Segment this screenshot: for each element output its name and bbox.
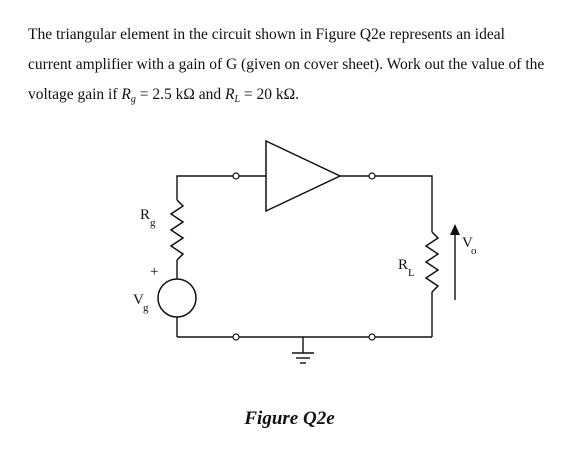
wire-top-left [176, 175, 236, 200]
vg-label-sub: g [143, 302, 149, 314]
question-line-3: voltage gain if Rg = 2.5 kΩ and RL = 20 … [28, 80, 573, 110]
question-text: The triangular element in the circuit sh… [28, 20, 573, 110]
plus-sign: + [150, 264, 158, 280]
terminal-input-bottom [232, 333, 240, 341]
vg-label: V [133, 292, 144, 308]
terminal-output-bottom [368, 333, 376, 341]
rg-symbol-sub: g [130, 94, 136, 105]
rg-label: R [140, 207, 150, 223]
current-amplifier-triangle [265, 139, 342, 213]
rg-symbol: R [121, 86, 131, 103]
vo-label-sub: o [471, 245, 477, 257]
resistor-rl [424, 231, 440, 293]
vo-label: V [462, 235, 473, 251]
rl-label: R [398, 257, 408, 273]
rg-value: = 2.5 kΩ and [135, 86, 226, 103]
rl-symbol-sub: L [234, 94, 241, 105]
rl-label-sub: L [408, 267, 415, 279]
rl-symbol: R [225, 86, 235, 103]
figure-caption: Figure Q2e [244, 408, 335, 429]
terminal-input-top [232, 172, 240, 180]
voltage-source-vg [157, 278, 197, 318]
rg-label-sub: g [150, 217, 156, 229]
rl-value: = 20 kΩ. [240, 86, 300, 103]
question-line-2: current amplifier with a gain of G (give… [28, 56, 545, 73]
ground-icon [292, 337, 314, 364]
wire-top-right [340, 175, 433, 232]
terminal-output-top [368, 172, 376, 180]
vo-arrow-icon [450, 224, 460, 300]
question-line-1: The triangular element in the circuit sh… [28, 26, 505, 43]
question-line-3-prefix: voltage gain if [28, 86, 122, 103]
resistor-rg [169, 199, 185, 261]
